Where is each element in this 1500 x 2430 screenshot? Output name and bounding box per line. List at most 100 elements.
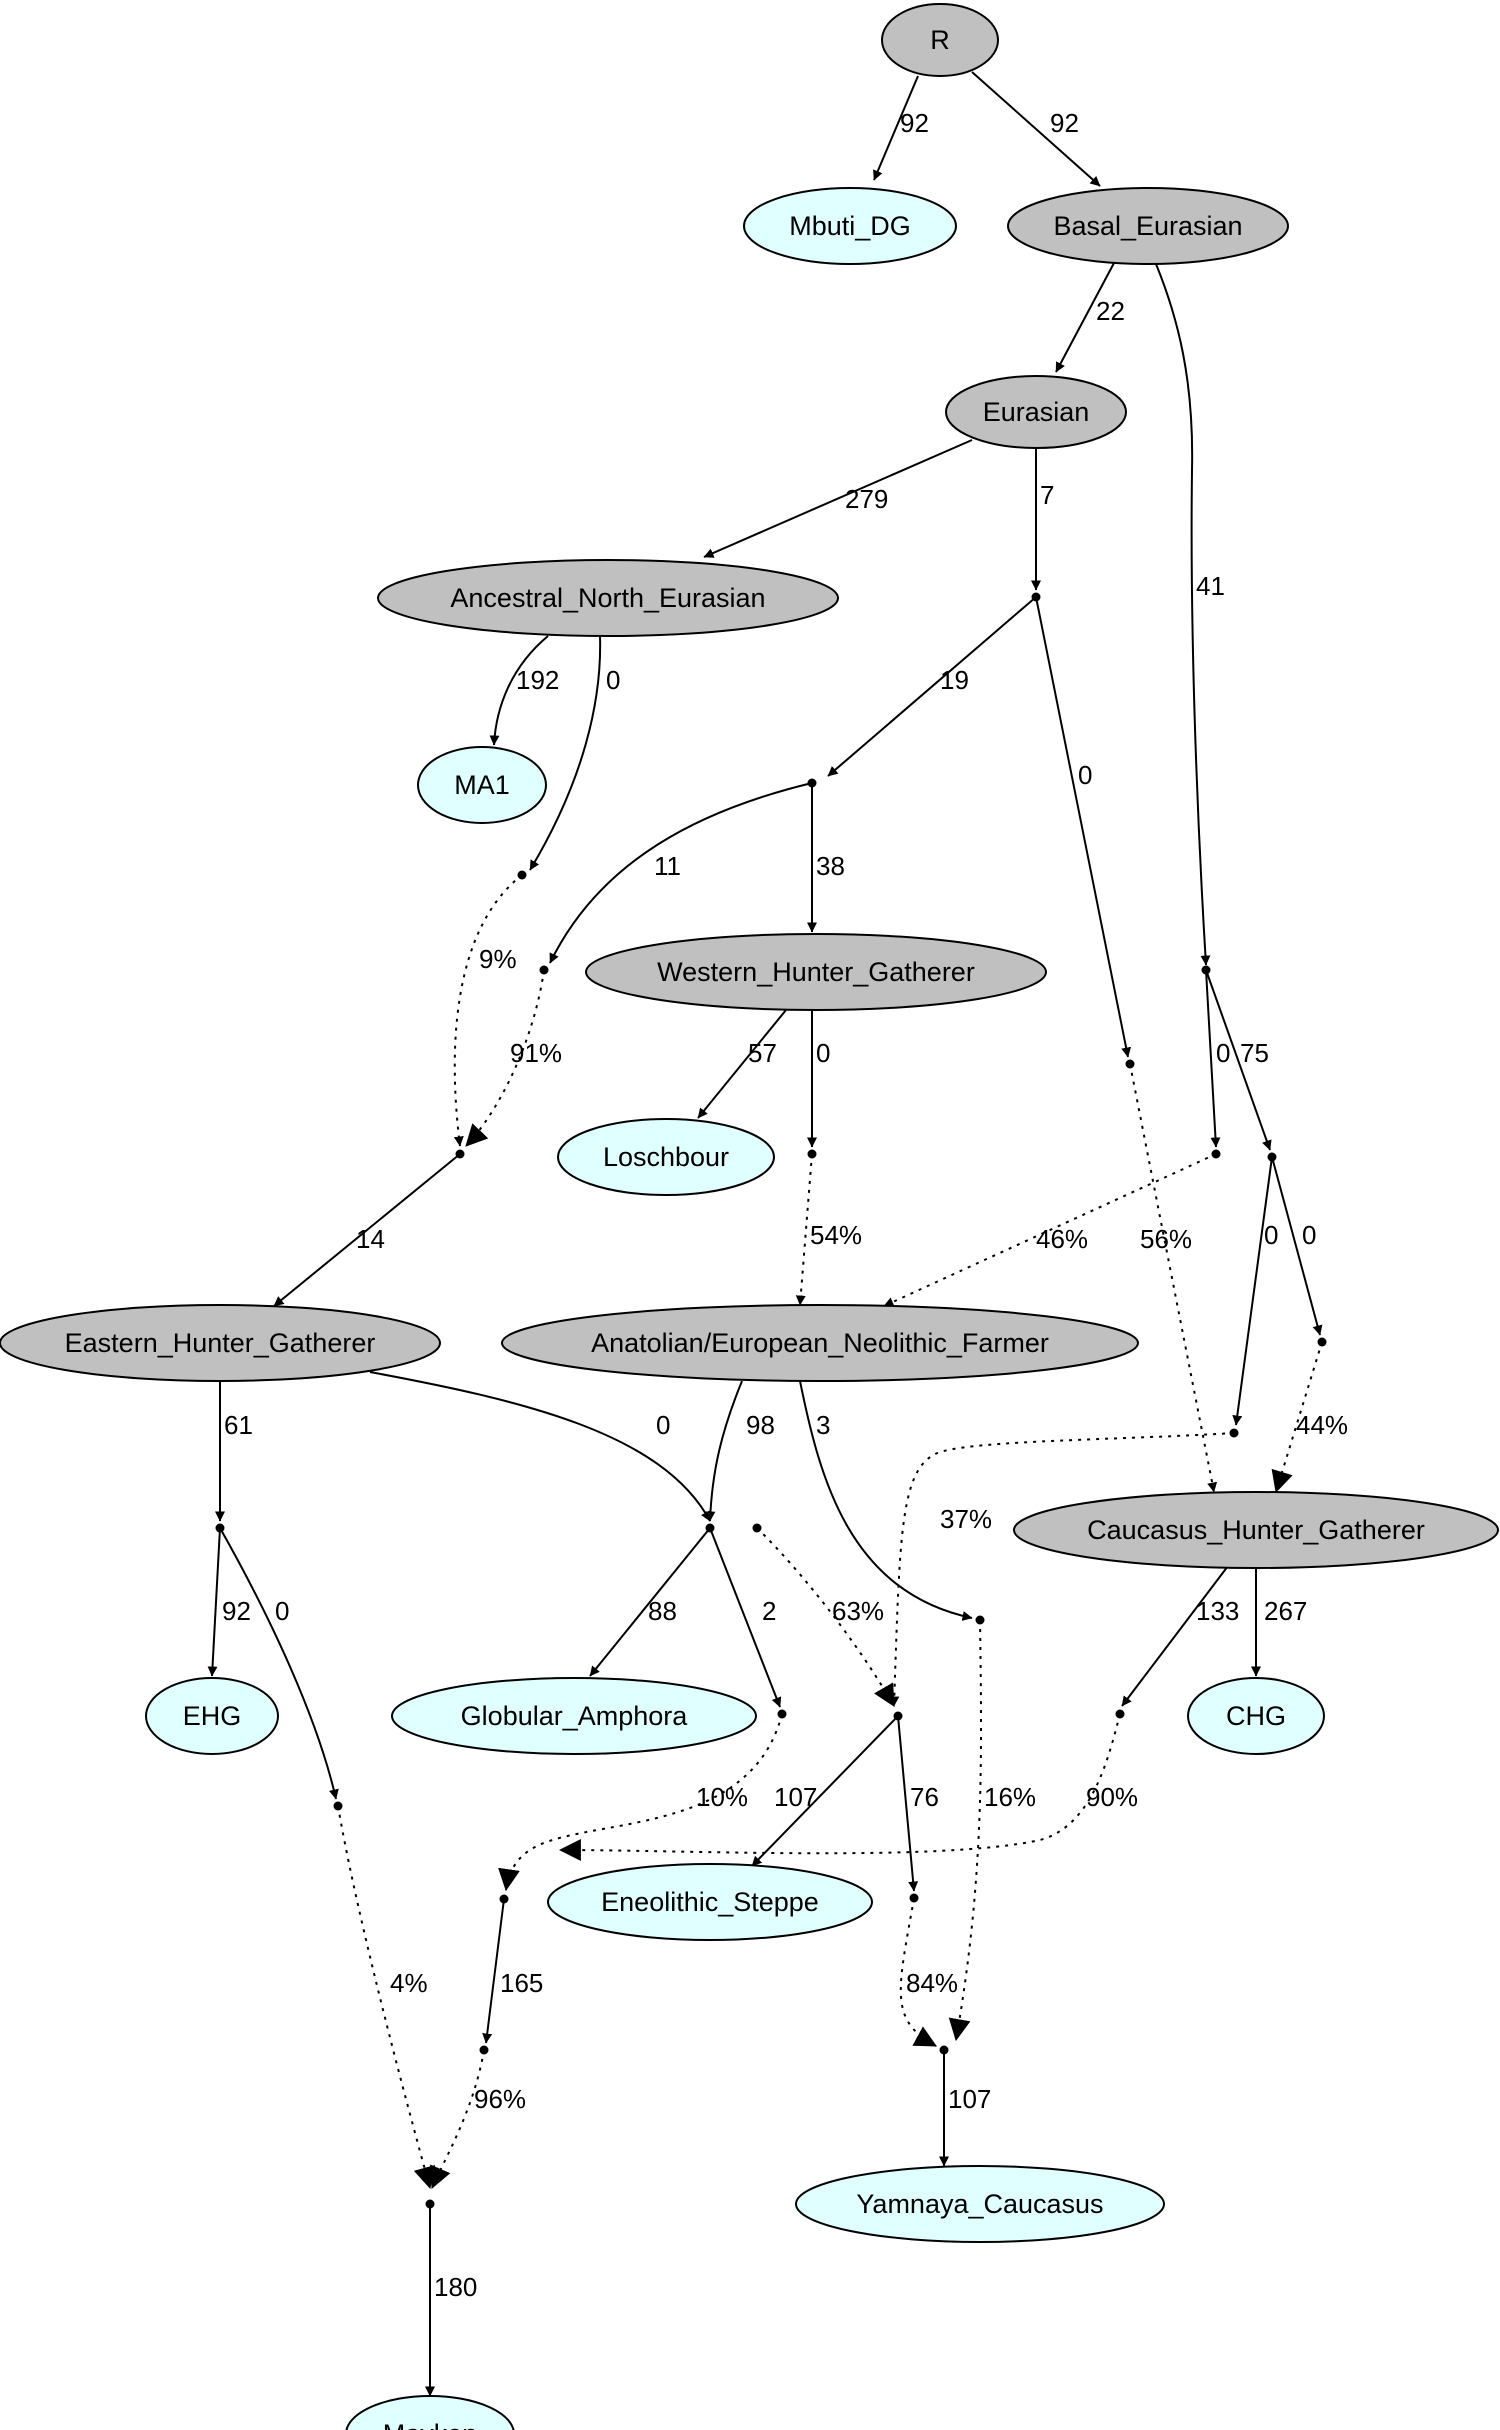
drift-edge-line	[697, 1009, 787, 1119]
edge-label: 46%	[1036, 1224, 1088, 1254]
junction-point	[752, 1523, 762, 1533]
ancestral-population-ellipse	[945, 375, 1127, 449]
edge-e32: 0	[219, 1527, 339, 1800]
edge-label: 0	[606, 665, 620, 695]
edge-e6: 7	[1031, 448, 1054, 591]
drift-edge-line	[873, 75, 919, 181]
node-mbuti-dg: Mbuti_DG	[743, 187, 957, 265]
drift-edge-line	[482, 1898, 505, 2044]
node-western-hunter-gatherer: Western_Hunter_Gatherer	[585, 933, 1047, 1011]
edge-label: 279	[845, 484, 888, 514]
drift-edge-line	[1055, 262, 1115, 373]
drift-edge-line	[705, 1380, 743, 1522]
edge-label: 3	[816, 1410, 830, 1440]
edge-label: 54%	[810, 1220, 862, 1250]
edge-label: 0	[1264, 1220, 1278, 1250]
edge-label: 88	[648, 1596, 677, 1626]
edge-label: 9%	[479, 944, 517, 974]
drift-edge-line	[207, 1527, 221, 1677]
junction-point	[517, 870, 527, 880]
edge-e9: 19	[827, 596, 1037, 777]
edge-label: 84%	[906, 1968, 958, 1998]
junction-points-layer	[215, 592, 1327, 2209]
edge-e35: 63%	[756, 1527, 895, 1707]
junction-point	[975, 1615, 985, 1625]
ancestral-population-ellipse	[1013, 1491, 1499, 1569]
leaf-population-ellipse	[547, 1863, 873, 1941]
node-label: EHG	[183, 1701, 242, 1731]
edge-e27: 0	[369, 1371, 711, 1522]
edge-e43: 84%	[899, 1897, 958, 2047]
junction-point	[1229, 1428, 1239, 1438]
leaf-population-ellipse	[145, 1677, 279, 1755]
node-ancestral-north-eurasian: Ancestral_North_Eurasian	[377, 559, 839, 637]
leaf-population-ellipse	[795, 2165, 1165, 2243]
edge-e39: 90%	[558, 1713, 1138, 1862]
edge-e30: 37%	[889, 1432, 1235, 1707]
node-label: CHG	[1226, 1701, 1286, 1731]
drift-edge-line	[971, 71, 1101, 187]
edge-label: 0	[656, 1410, 670, 1440]
admixture-edge-line	[1129, 1063, 1218, 1493]
admixture-edge-line	[948, 1619, 983, 2042]
junction-point	[1317, 1337, 1327, 1347]
edge-e21: 46%	[883, 1153, 1217, 1307]
node-eurasian: Eurasian	[945, 375, 1127, 449]
drift-edge-line	[827, 596, 1037, 777]
edge-label: 11	[654, 851, 681, 881]
junction-point	[1031, 592, 1041, 602]
junction-point	[705, 1523, 715, 1533]
node-chg: CHG	[1187, 1677, 1325, 1755]
node-label: Basal_Eurasian	[1053, 211, 1242, 241]
junction-point	[777, 1709, 787, 1719]
node-globular-amphora: Globular_Amphora	[391, 1677, 757, 1755]
node-label: R	[930, 25, 950, 55]
admixture-edge-line	[498, 1713, 783, 1892]
junction-point	[807, 778, 817, 788]
junction-point	[1211, 1149, 1221, 1159]
edge-e14: 91%	[465, 969, 562, 1147]
drift-edge-line	[1205, 969, 1221, 1148]
ancestral-population-ellipse	[0, 1304, 441, 1382]
edge-label: 192	[516, 665, 559, 695]
node-loschbour: Loschbour	[557, 1118, 775, 1196]
junction-point	[893, 1711, 903, 1721]
edge-label: 133	[1196, 1596, 1239, 1626]
edge-e7: 192	[489, 635, 559, 746]
node-caucasus-hunter-gatherer: Caucasus_Hunter_Gatherer	[1013, 1491, 1499, 1569]
edge-label: 96%	[474, 2084, 526, 2114]
edge-e8: 0	[529, 635, 620, 871]
edge-e45: 165	[482, 1898, 543, 2044]
edge-label: 92	[1050, 108, 1079, 138]
leaf-population-ellipse	[1187, 1677, 1325, 1755]
edge-label: 92	[900, 108, 929, 138]
node-label: Caucasus_Hunter_Gatherer	[1087, 1515, 1425, 1545]
leaf-population-ellipse	[391, 1677, 757, 1755]
edge-label: 2	[762, 1596, 776, 1626]
edge-label: 0	[816, 1038, 830, 1068]
edge-e5: 279	[703, 439, 973, 558]
admixture-edge-line	[795, 1153, 813, 1306]
edge-e48: 180	[425, 2204, 477, 2397]
edge-e23: 0	[1232, 1156, 1278, 1426]
drift-edge-line	[1155, 263, 1211, 966]
edge-e24: 0	[1271, 1156, 1323, 1336]
drift-edge-line	[709, 1527, 782, 1708]
edge-e42: 16%	[948, 1619, 1036, 2042]
edge-e16: 0	[807, 1010, 830, 1148]
drift-edge-line	[589, 1527, 711, 1677]
drift-edge-line	[219, 1527, 339, 1800]
admixture-edge-line	[889, 1432, 1235, 1707]
junction-point	[215, 1523, 225, 1533]
ancestral-population-ellipse	[501, 1304, 1139, 1382]
admixture-edge-line	[453, 874, 523, 1147]
edge-e17: 0	[1205, 969, 1230, 1148]
node-label: Yamnaya_Caucasus	[856, 2189, 1103, 2219]
node-label: Anatolian/European_Neolithic_Farmer	[591, 1328, 1049, 1358]
edge-e25: 44%	[1271, 1341, 1348, 1494]
edge-e46: 96%	[430, 2049, 526, 2190]
edge-label: 107	[948, 2084, 991, 2114]
drift-edge-line	[549, 782, 813, 964]
edge-label: 44%	[1296, 1410, 1348, 1440]
edge-label: 92	[222, 1596, 251, 1626]
